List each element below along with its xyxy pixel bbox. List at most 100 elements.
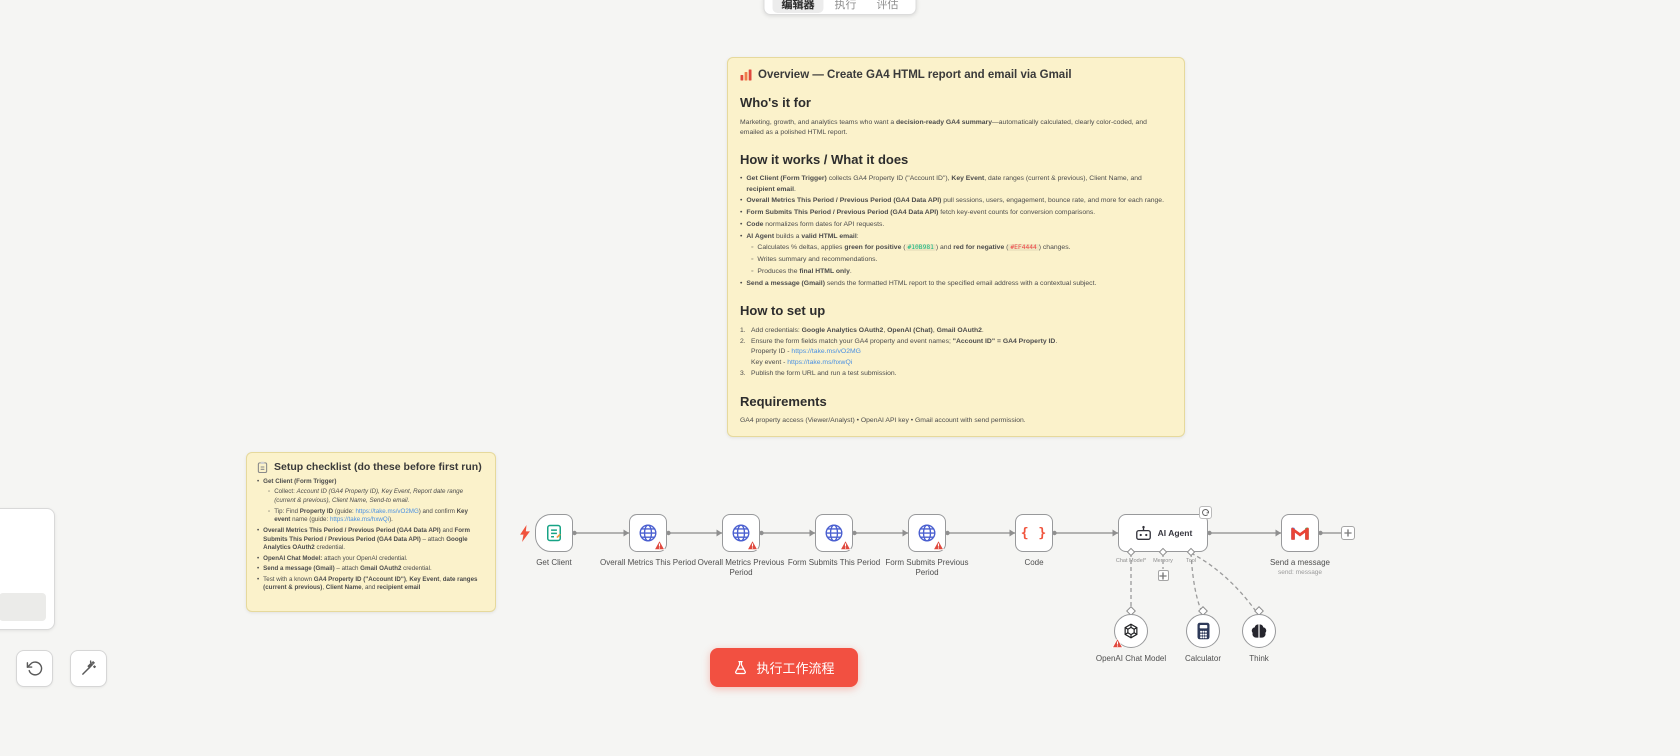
list-item: •Test with a known GA4 Property ID ("Acc… <box>257 576 485 594</box>
list-item-text: Form Submits This Period / Previous Peri… <box>746 209 1096 217</box>
node-label: Overall Metrics This Period <box>600 558 696 568</box>
section-heading: Who's it for <box>740 95 811 110</box>
sub-list-item: ◦Writes summary and recommendations. <box>751 255 1172 265</box>
node-openai-chat-model[interactable] <box>1111 614 1148 648</box>
note-body: •Get Client (Form Trigger)◦Collect: Acco… <box>257 478 485 593</box>
sub-list-item: ◦Calculates % deltas, applies green for … <box>751 243 1172 253</box>
bullet-marker: • <box>740 209 743 217</box>
number-marker: 1. <box>740 326 746 334</box>
bullet-marker: • <box>257 478 260 485</box>
list-item-text: Test with a known GA4 Property ID ("Acco… <box>263 575 478 592</box>
list-item-text: OpenAI Chat Model: attach your OpenAI cr… <box>263 554 408 562</box>
list-item: •AI Agent builds a valid HTML email: <box>740 232 1172 242</box>
globe-icon <box>637 522 659 544</box>
paragraph: Marketing, growth, and analytics teams w… <box>740 118 1147 136</box>
overview-sticky-note[interactable]: Overview — Create GA4 HTML report and em… <box>727 57 1185 437</box>
node-calculator[interactable] <box>1186 614 1220 648</box>
form-icon <box>544 523 564 543</box>
robot-icon <box>1134 525 1153 541</box>
note-title-text: Overview — Create GA4 HTML report and em… <box>758 69 1072 81</box>
setup-checklist-sticky-note[interactable]: Setup checklist (do these before first r… <box>246 452 496 612</box>
tidy-workflow-button[interactable] <box>70 650 107 687</box>
partial-panel <box>0 508 55 630</box>
add-memory-button[interactable] <box>1157 570 1169 581</box>
gmail-icon <box>1290 526 1310 541</box>
list-item-text: Get Client (Form Trigger) collects GA4 P… <box>746 175 1142 193</box>
list-item: •Overall Metrics This Period / Previous … <box>740 196 1172 206</box>
warning-icon <box>839 539 852 550</box>
sub-bullet-marker: ◦ <box>268 507 271 515</box>
flask-icon <box>733 660 748 675</box>
node-label: Form Submits This Period <box>786 558 882 568</box>
numbered-item-text: Publish the form URL and run a test subm… <box>751 370 897 378</box>
port-label: Chat Model* <box>1115 558 1147 564</box>
link[interactable]: https://take.ms/hxwQi <box>787 358 853 366</box>
bullet-marker: • <box>740 220 743 228</box>
node-label: Code <box>986 558 1082 568</box>
panel-block <box>0 593 46 621</box>
node-form-submits-this-period[interactable] <box>815 514 853 552</box>
port-label: Tool <box>1185 558 1197 564</box>
link[interactable]: https://take.ms/vO2MG <box>791 348 861 356</box>
retry-loop-icon <box>1199 506 1212 519</box>
warning-icon <box>1111 637 1124 648</box>
port-label: Memory <box>1153 558 1173 564</box>
node-overall-metrics-previous-period[interactable] <box>722 514 760 552</box>
link[interactable]: https://take.ms/hxwQi <box>329 516 390 524</box>
note-title: Setup checklist (do these before first r… <box>257 461 485 473</box>
sub-bullet-marker: ◦ <box>751 244 754 252</box>
bullet-marker: • <box>740 197 743 205</box>
numbered-item-text: Add credentials: Google Analytics OAuth2… <box>751 326 984 334</box>
node-send-a-message[interactable] <box>1281 514 1319 552</box>
list-item-text: Overall Metrics This Period / Previous P… <box>746 197 1164 205</box>
node-form-submits-previous-period[interactable] <box>908 514 946 552</box>
numbered-item: 2. Ensure the form fields match your GA4 … <box>740 337 1172 368</box>
execute-workflow-button[interactable]: 执行工作流程 <box>710 648 858 687</box>
warning-icon <box>653 539 666 550</box>
color-code: #10B981 <box>905 244 936 252</box>
tab-executions[interactable]: 执行 <box>834 0 857 11</box>
sub-node-label: OpenAI Chat Model <box>1095 654 1167 663</box>
list-item-text: Get Client (Form Trigger) <box>263 478 337 485</box>
node-think[interactable] <box>1242 614 1276 648</box>
add-node-button[interactable] <box>1341 526 1355 540</box>
list-item: •Get Client (Form Trigger) collects GA4 … <box>740 174 1172 194</box>
bullet-marker: • <box>740 279 743 287</box>
node-code[interactable]: { } <box>1015 514 1053 552</box>
section-heading: How to set up <box>740 303 826 318</box>
sub-node-label: Think <box>1249 654 1269 663</box>
undo-icon <box>26 660 43 677</box>
execute-workflow-label: 执行工作流程 <box>756 661 835 676</box>
globe-icon <box>916 522 938 544</box>
sub-list-item-text: Collect: Account ID (GA4 Property ID), K… <box>274 488 464 505</box>
link[interactable]: https://take.ms/vO2MG <box>355 507 419 515</box>
sub-list-item: ◦Collect: Account ID (GA4 Property ID), … <box>268 488 485 506</box>
numbered-item-text: Ensure the form fields match your GA4 pr… <box>751 337 1057 368</box>
color-code: #EF4444 <box>1008 244 1039 252</box>
undo-button[interactable] <box>16 650 53 687</box>
sub-node-label: Calculator <box>1184 654 1221 663</box>
node-label-text: Send a message <box>1269 558 1331 567</box>
bullet-marker: • <box>257 575 260 583</box>
number-marker: 2. <box>740 338 746 346</box>
calculator-icon <box>1196 622 1211 640</box>
sub-list-item-text: Produces the final HTML only. <box>757 268 852 276</box>
magic-wand-icon <box>80 660 97 677</box>
paragraph: GA4 property access (Viewer/Analyst) • O… <box>740 417 1026 425</box>
node-get-client[interactable] <box>535 514 573 552</box>
lightning-bolt-icon <box>519 525 531 542</box>
node-overall-metrics-this-period[interactable] <box>629 514 667 552</box>
list-item: •Send a message (Gmail) sends the format… <box>740 279 1172 289</box>
node-ai-agent[interactable]: AI Agent <box>1118 506 1212 552</box>
node-label-text: Form Submits This Period <box>787 558 881 567</box>
sub-list-item-text: Writes summary and recommendations. <box>757 256 878 264</box>
bullet-marker: • <box>257 526 260 534</box>
list-item: •Code normalizes form dates for API requ… <box>740 220 1172 230</box>
tab-editor[interactable]: 编辑器 <box>772 0 824 13</box>
globe-icon <box>730 522 752 544</box>
tab-evaluations[interactable]: 评估 <box>876 0 899 11</box>
list-item: •OpenAI Chat Model: attach your OpenAI c… <box>257 555 485 564</box>
